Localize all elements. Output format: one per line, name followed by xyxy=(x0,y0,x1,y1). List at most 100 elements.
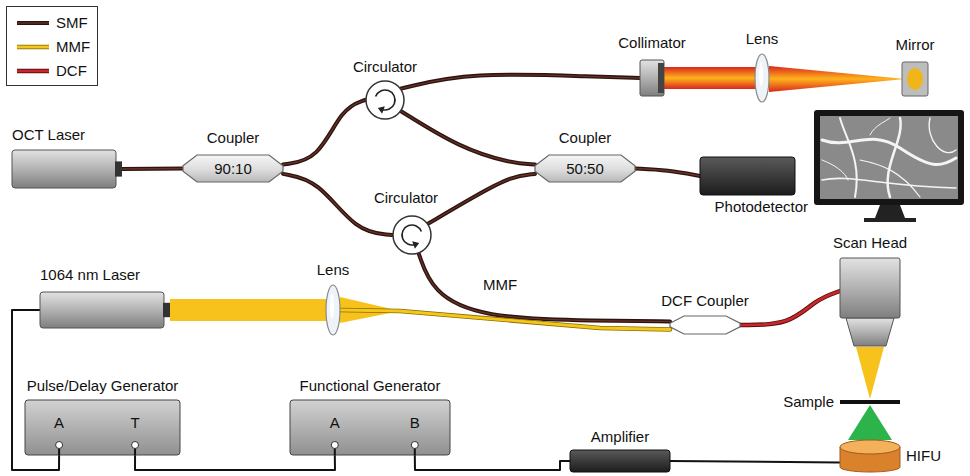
pin-label: A xyxy=(330,414,340,432)
component-label: OCT Laser xyxy=(12,126,85,144)
component-label: Mirror xyxy=(895,36,934,54)
lens-highlight xyxy=(759,62,763,86)
split-ratio: 50:50 xyxy=(566,160,604,178)
component-label: Coupler xyxy=(207,129,260,147)
pin-connector xyxy=(56,442,63,449)
generator-body xyxy=(25,400,180,455)
connector-casing xyxy=(419,254,670,322)
mirror-mount xyxy=(902,62,928,96)
component-label: Circulator xyxy=(353,58,417,76)
legend-box: SMFMMFDCF xyxy=(6,6,98,86)
optical-fiber xyxy=(122,168,183,170)
optical-fiber xyxy=(340,310,670,330)
connector-casing xyxy=(122,167,183,172)
legend-line-core xyxy=(17,46,49,49)
legend-sample xyxy=(15,38,51,56)
pump-laser: 1064 nm Laser xyxy=(40,292,170,328)
component-label: Amplifier xyxy=(591,428,649,446)
connector-casing xyxy=(401,75,640,89)
connector-core xyxy=(419,254,670,322)
node-shape xyxy=(290,400,450,455)
node-shape xyxy=(700,157,795,195)
signal-cable xyxy=(415,455,570,470)
optical-fiber xyxy=(401,111,535,164)
circulator-arrow xyxy=(376,90,395,110)
legend-text: SMF xyxy=(56,14,88,32)
node-shape xyxy=(570,450,670,472)
component-label: Lens xyxy=(746,30,779,48)
legend-sample xyxy=(15,62,51,80)
split-ratio: 90:10 xyxy=(214,160,252,178)
lens: Lens xyxy=(326,285,340,335)
component-label: 1064 nm Laser xyxy=(40,266,140,284)
dcf-coupler: DCF Coupler xyxy=(670,316,740,334)
amplifier: Amplifier xyxy=(570,450,670,472)
legend-sample xyxy=(15,14,51,32)
circulator: Circulator xyxy=(392,215,432,255)
node-shape xyxy=(25,400,180,455)
circulator-body xyxy=(393,216,431,254)
connector-core xyxy=(401,111,535,164)
node-shape xyxy=(670,316,740,334)
lens: Lens xyxy=(755,54,769,102)
component-label: Coupler xyxy=(559,129,612,147)
legend-line xyxy=(17,69,49,74)
legend-line xyxy=(17,21,49,25)
fiber-label: MMF xyxy=(481,276,519,294)
component-label: Circulator xyxy=(374,189,438,207)
node-shape xyxy=(365,80,405,120)
optical-fiber xyxy=(740,291,840,325)
laser-beam xyxy=(664,67,762,89)
collimator-body xyxy=(640,60,664,96)
component-label: Photodetector xyxy=(715,198,808,216)
node-shape xyxy=(12,150,122,188)
legend-line xyxy=(17,45,49,50)
legend-line-core xyxy=(17,22,49,23)
mirror: Mirror xyxy=(902,62,928,96)
node-shape xyxy=(40,292,170,328)
lens-shape xyxy=(755,54,769,102)
node-shape xyxy=(326,285,340,335)
component-label: Functional Generator xyxy=(300,377,441,395)
connector-core xyxy=(122,168,183,170)
connector-casing xyxy=(415,455,570,470)
connector-core xyxy=(428,174,535,224)
coupler-body xyxy=(535,155,635,182)
circulator-arrowhead xyxy=(378,106,385,114)
optical-fiber xyxy=(428,174,535,224)
objective-lens xyxy=(846,318,894,346)
component-label: Collimator xyxy=(618,34,686,52)
transducer-face xyxy=(840,440,900,454)
connector-casing xyxy=(401,111,535,164)
node-shape xyxy=(392,215,432,255)
component-label: HIFU xyxy=(906,447,941,465)
pin-connector xyxy=(132,442,139,449)
scan-head: Scan Head xyxy=(840,258,900,318)
connector-casing xyxy=(340,310,670,330)
device-body xyxy=(700,157,795,195)
collimator-face xyxy=(658,63,664,93)
connector-core xyxy=(283,100,365,164)
pin-connector xyxy=(411,442,418,449)
laser-aperture xyxy=(115,161,122,176)
component-label: Lens xyxy=(317,261,350,279)
connector-core xyxy=(635,169,700,177)
connector-core xyxy=(740,291,840,325)
connector-casing xyxy=(135,455,335,470)
function-generator: Functional GeneratorAB xyxy=(290,400,450,455)
scan-head-body xyxy=(840,258,900,318)
node-shape xyxy=(840,440,900,472)
laser-body xyxy=(12,150,116,188)
sample: Sample xyxy=(840,400,900,404)
pin-label: B xyxy=(410,414,420,432)
focused-beam xyxy=(769,66,905,92)
connector-casing xyxy=(283,100,365,164)
connector-core xyxy=(401,75,640,89)
component-label: Sample xyxy=(783,393,834,411)
node-shape xyxy=(640,60,664,96)
connector-casing xyxy=(635,169,700,177)
signal-cable xyxy=(670,461,840,462)
optical-fiber xyxy=(419,254,670,322)
pin-label: T xyxy=(130,414,139,432)
connector-casing xyxy=(670,461,840,462)
